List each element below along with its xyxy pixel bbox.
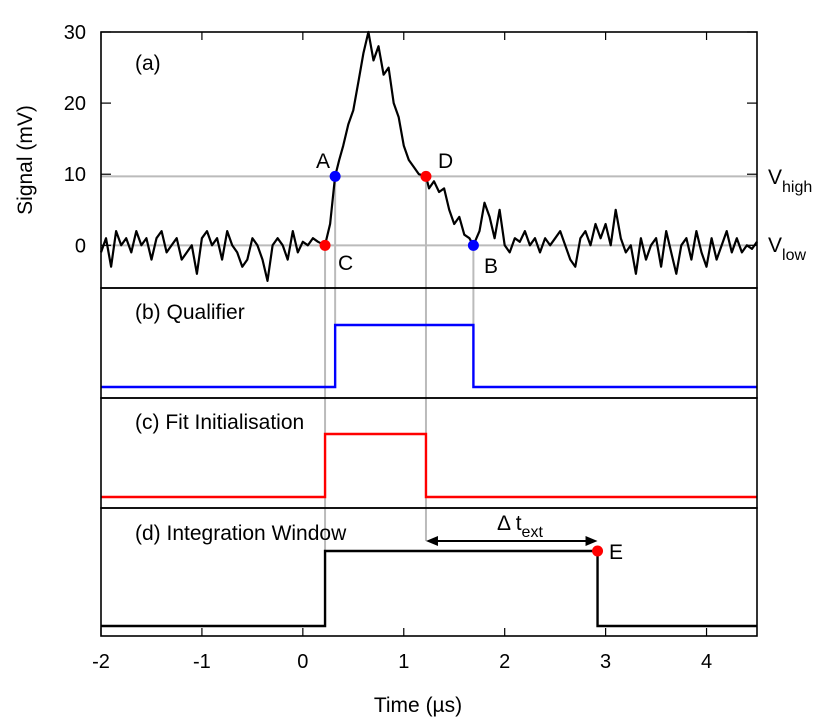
point-c [319, 239, 331, 251]
v-high-label: Vhigh [768, 166, 812, 196]
point-b [467, 239, 479, 251]
signal-trace [99, 30, 758, 282]
point-label-e: E [609, 541, 623, 564]
v-low-label: Vlow [768, 234, 806, 264]
point-label-a: A [316, 150, 330, 173]
step-d [101, 549, 757, 628]
x-tick-label: 0 [297, 651, 308, 673]
y-tick-label: 10 [64, 164, 86, 186]
y-axis-label: Signal (mV) [14, 105, 37, 215]
x-tick-label: -2 [92, 651, 110, 673]
point-label-b: B [484, 255, 498, 278]
point-d [420, 170, 432, 182]
panel-a-label: (a) [135, 52, 161, 75]
y-tick-label: 20 [64, 93, 86, 115]
panel-b-label: (b) Qualifier [135, 301, 245, 324]
x-tick-label: 1 [398, 651, 409, 673]
delta-t-label: Δ text [497, 512, 543, 541]
arrowhead-left-icon [425, 536, 438, 546]
panel-c-label: (c) Fit Initialisation [135, 411, 304, 434]
point-label-d: D [438, 150, 453, 173]
point-label-c: C [338, 252, 353, 275]
x-tick-label: 3 [600, 651, 611, 673]
point-a [329, 170, 341, 182]
panel-d-label: (d) Integration Window [135, 522, 347, 545]
panel-frame [100, 507, 758, 637]
x-axis-label: Time (µs) [374, 694, 462, 717]
arrowhead-right-icon [585, 536, 598, 546]
step-c [101, 432, 757, 499]
point-e [592, 545, 604, 557]
x-tick-label: 4 [701, 651, 712, 673]
y-tick-label: 30 [64, 22, 86, 44]
x-tick-label: 2 [499, 651, 510, 673]
y-tick-label: 0 [75, 235, 86, 257]
x-tick-label: -1 [193, 651, 211, 673]
step-b [101, 323, 757, 389]
